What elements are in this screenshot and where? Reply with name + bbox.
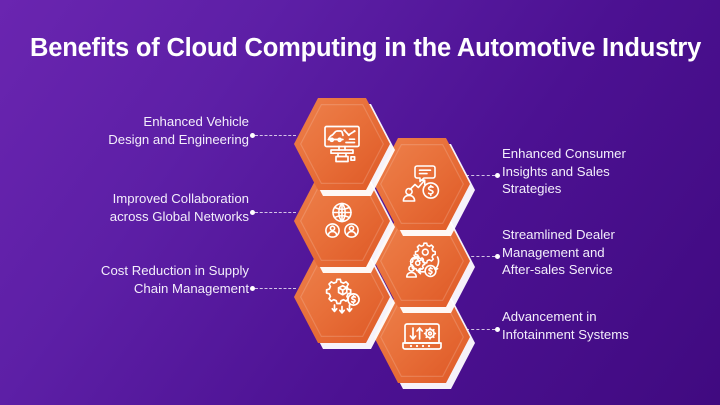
monitor-car-design-icon — [294, 98, 390, 190]
benefit-hexagon-4[interactable] — [374, 215, 475, 313]
benefit-hexagon-6[interactable] — [374, 291, 475, 389]
connector-3 — [250, 208, 296, 217]
connector-dash-5 — [255, 288, 296, 289]
benefit-hexagon-2[interactable] — [374, 138, 475, 236]
connector-dash-3 — [255, 212, 296, 213]
benefit-hexagon-1[interactable] — [294, 98, 395, 196]
connector-dash-6 — [466, 329, 495, 330]
connector-dot-3 — [250, 210, 255, 215]
connector-dot-6 — [495, 327, 500, 332]
gears-person-dollar-cycle-icon — [374, 215, 470, 307]
globe-users-icon — [294, 175, 390, 267]
benefit-label-6: Advancement in Infotainment Systems — [502, 309, 629, 342]
connector-dot-4 — [495, 254, 500, 259]
benefit-label-1: Enhanced Vehicle Design and Engineering — [108, 114, 249, 147]
connector-5 — [250, 284, 296, 293]
connector-dot-1 — [250, 133, 255, 138]
benefit-label-3: Improved Collaboration across Global Net… — [109, 191, 249, 224]
person-chart-dollar-icon — [374, 138, 470, 230]
connector-4 — [466, 252, 500, 261]
benefit-label-5: Cost Reduction in Supply Chain Managemen… — [100, 263, 249, 296]
benefit-label-2: Enhanced Consumer Insights and Sales Str… — [502, 146, 626, 196]
benefit-label-4: Streamlined Dealer Management and After-… — [502, 227, 615, 277]
connector-2 — [466, 171, 500, 180]
connector-dash-4 — [466, 256, 495, 257]
connector-1 — [250, 131, 296, 140]
connector-dash-2 — [466, 175, 495, 176]
connector-dot-5 — [250, 286, 255, 291]
connector-dot-2 — [495, 173, 500, 178]
benefit-hexagon-5[interactable] — [294, 251, 395, 349]
gear-box-dollar-down-arrows-icon — [294, 251, 390, 343]
dashboard-arrows-gear-icon — [374, 291, 470, 383]
connector-dash-1 — [255, 135, 296, 136]
benefit-hexagon-3[interactable] — [294, 175, 395, 273]
connector-6 — [466, 325, 500, 334]
page-title: Benefits of Cloud Computing in the Autom… — [30, 34, 702, 62]
